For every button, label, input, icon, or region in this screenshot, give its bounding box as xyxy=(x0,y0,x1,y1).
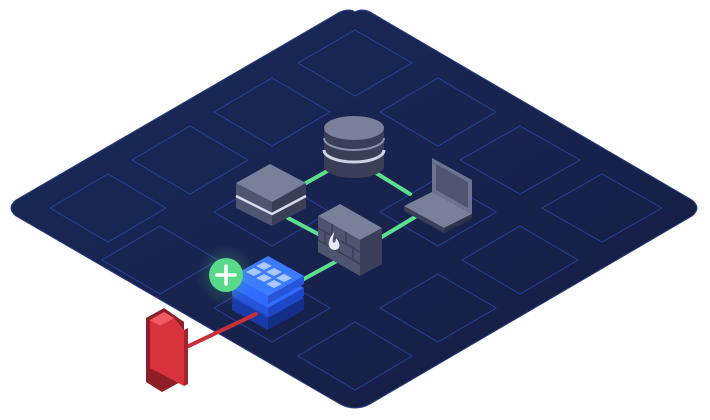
connector-server-firewall xyxy=(286,216,324,238)
tile xyxy=(379,77,497,147)
tile xyxy=(458,125,582,195)
tile xyxy=(131,125,249,195)
tile xyxy=(101,225,219,295)
tile xyxy=(379,273,497,343)
connector-firewall-laptop xyxy=(378,212,422,240)
laptop-icon[interactable] xyxy=(404,158,472,233)
tile xyxy=(461,225,579,295)
plus-icon xyxy=(215,264,237,286)
server-stack-icon[interactable] xyxy=(235,164,307,226)
database-icon[interactable] xyxy=(322,116,386,178)
firewall-icon[interactable] xyxy=(317,204,382,276)
tile xyxy=(297,321,413,391)
connector-card-storage xyxy=(174,312,258,354)
sim-card-icon[interactable] xyxy=(146,308,258,392)
tile xyxy=(213,177,331,247)
tile xyxy=(540,173,664,243)
platform-grid-tiles xyxy=(49,29,664,391)
tile xyxy=(297,29,413,97)
tile xyxy=(213,77,331,147)
tile xyxy=(379,177,497,247)
add-node-button[interactable] xyxy=(196,245,256,305)
tile xyxy=(49,173,167,243)
isometric-platform xyxy=(10,9,698,409)
flame-icon xyxy=(328,232,340,250)
